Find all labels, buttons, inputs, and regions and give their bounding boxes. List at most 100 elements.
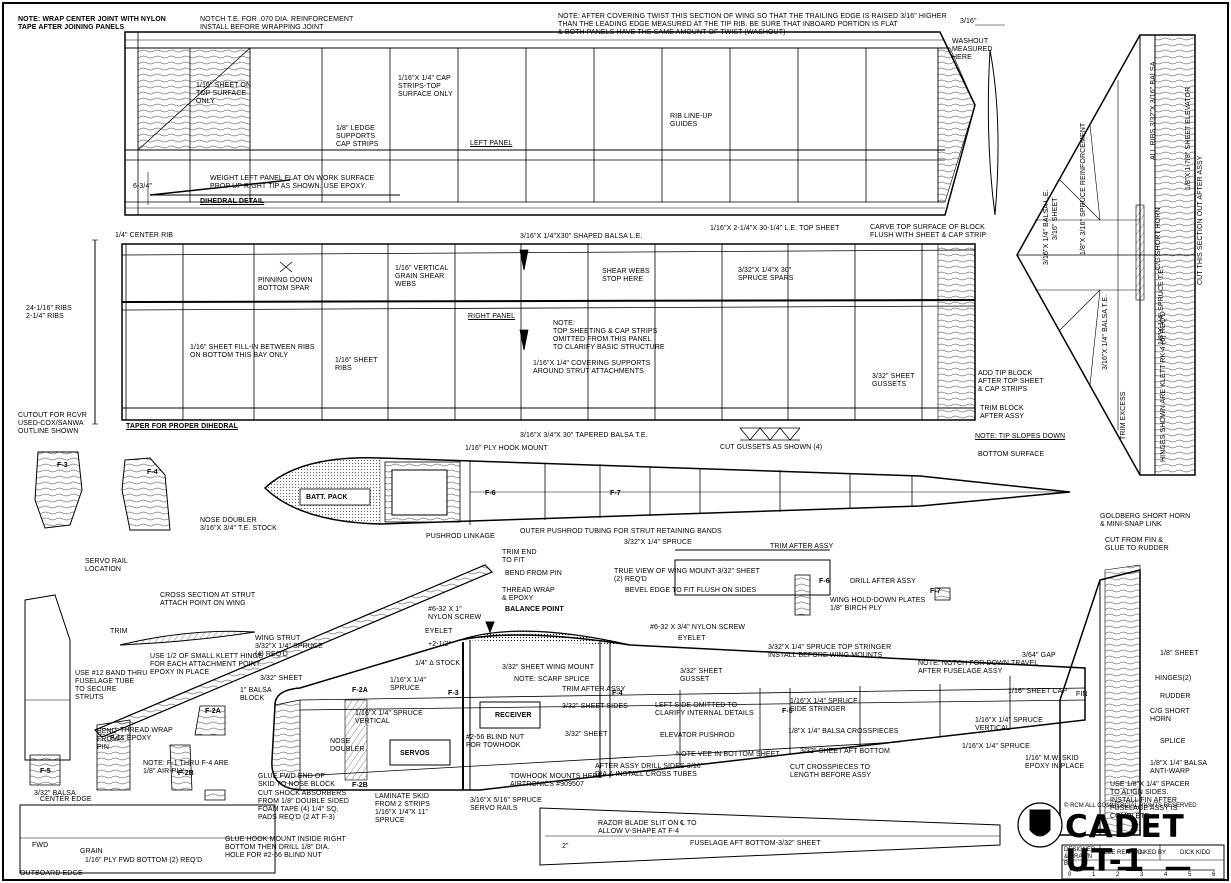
inker-name: DICK KIDD: [1180, 850, 1211, 856]
lbl-outer-pushrod: OUTER PUSHROD TUBING FOR STRUT RETAINING…: [520, 528, 722, 535]
lbl-tip-block: ADD TIP BLOCK AFTER TOP SHEET & CAP STRI…: [978, 370, 1044, 393]
lbl-ribs-count: 24-1/16" RIBS 2-1/4" RIBS: [26, 305, 72, 320]
lbl-sheet-sides: 3/32" SHEET SIDES: [562, 703, 628, 710]
fuselage-side-view: [271, 621, 1086, 791]
lbl-servo-rail: SERVO RAIL LOCATION: [85, 558, 128, 573]
title-block: [1061, 844, 1225, 880]
lbl-left-panel: LEFT PANEL: [470, 140, 513, 147]
former-label: F-2A: [352, 687, 368, 694]
scale-0: 0: [1068, 872, 1072, 878]
former-label: F-2B: [352, 782, 368, 789]
lbl-bend-from-pin: BEND FROM PIN: [97, 728, 119, 751]
lbl-rudder: RUDDER: [1160, 693, 1191, 700]
lbl-blind-nut: #2-56 BLIND NUT FOR TOWHOOK: [466, 734, 525, 749]
lbl-stab-te: 3/16"X 1/4" BALSA T.E.: [1102, 294, 1109, 370]
lbl-elevator: 1/8"X 1-7/8" SHEET ELEVATOR: [1185, 86, 1192, 190]
lbl-cut-section: CUT THIS SECTION OUT AFTER ASSY: [1197, 155, 1204, 285]
note-washout: NOTE: AFTER COVERING TWIST THIS SECTION …: [558, 13, 947, 36]
fwd-bottom-plate: [19, 804, 276, 874]
lbl-spruce-3: 1/16"X 1/4" SPRUCE: [962, 743, 1030, 750]
lbl-goldberg: GOLDBERG SHORT HORN & MINI-SNAP LINK: [1100, 513, 1191, 528]
lbl-wing-strut: WING STRUT 3/32"X 1/4" SPRUCE (4) REQ'D: [255, 635, 323, 658]
lbl-cut-from-fin: CUT FROM FIN & GLUE TO RUDDER: [1105, 537, 1169, 552]
lbl-spruce-1: 1/16"X 1/4" SPRUCE: [390, 677, 427, 692]
copyright: © RCM ALL COMMERCIAL RIGHTS RESERVED: [1064, 803, 1197, 809]
lbl-cut-crosspieces: CUT CROSSPIECES TO LENGTH BEFORE ASSY: [790, 764, 872, 779]
right-wing-panel: [92, 239, 976, 441]
former-label: F-1: [110, 735, 121, 742]
lbl-thread-wrap-2: THREAD WRAP & EPOXY: [120, 727, 173, 742]
former-label: F-4: [147, 469, 158, 476]
lbl-bevel-edge: BEVEL EDGE TO FIT FLUSH ON SIDES: [625, 587, 757, 594]
former-label: F-6: [485, 490, 496, 497]
lbl-bottom-surface: BOTTOM SURFACE: [978, 451, 1045, 458]
lbl-batt-pack: BATT. PACK: [306, 494, 348, 501]
lbl-shaped-le: 3/16"X 1/4"X30" SHAPED BALSA L.E.: [520, 233, 643, 240]
lbl-aft-bottom-sheet: FUSELAGE AFT BOTTOM-3/32" SHEET: [690, 840, 821, 847]
lbl-true-view: TRUE VIEW OF WING MOUNT-3/32" SHEET (2) …: [614, 568, 760, 583]
lbl-gap: 3/64" GAP: [1022, 652, 1056, 659]
washout-measured: WASHOUT MEASURED HERE: [952, 38, 993, 61]
lbl-trim: TRIM: [110, 628, 128, 635]
lbl-elevator-pushrod: ELEVATOR PUSHROD: [660, 732, 735, 739]
lbl-mw-skid: 1/16" M.W. SKID EPOXY IN PLACE: [1025, 755, 1085, 770]
lbl-band-thru: USE #12 BAND THRU FUSELAGE TUBE TO SECUR…: [75, 670, 148, 701]
former-label: F-3: [448, 690, 459, 697]
lbl-hinges: HINGES(2): [1155, 675, 1192, 682]
lbl-center-edge: CENTER EDGE: [40, 796, 92, 803]
lbl-tapered-te: 3/16"X 3/4"X 30" TAPERED BALSA T.E.: [520, 432, 648, 439]
lbl-covering-supports: 1/16"X 1/4" COVERING SUPPORTS AROUND STR…: [533, 360, 651, 375]
lbl-notch-down: NOTE: NOTCH FOR DOWN TRAVEL AFTER FUSELA…: [918, 660, 1039, 675]
lbl-towhook: TOWHOOK MOUNTS HERE AIRTRONICS #909507: [510, 773, 603, 788]
lbl-outboard-edge: OUTBOARD EDGE: [20, 870, 83, 877]
lbl-drill-after: DRILL AFTER ASSY: [850, 578, 916, 585]
lbl-sheet-ribs: 1/16" SHEET RIBS: [335, 357, 378, 372]
lbl-scarf: NOTE: SCARF SPLICE: [514, 676, 590, 683]
scale-4: 4: [1164, 872, 1168, 878]
wing-mount-parts: [674, 549, 951, 616]
lbl-dim-2-5: +2-1/2": [428, 641, 452, 648]
lbl-trim-block: TRIM BLOCK AFTER ASSY: [980, 405, 1025, 420]
lbl-sheet-fill: 1/16" SHEET FILL-IN BETWEEN RIBS ON BOTT…: [190, 344, 315, 359]
lbl-eyelet-1: EYELET: [425, 628, 453, 635]
lbl-gusset: 3/32" SHEET GUSSET: [680, 668, 723, 683]
lbl-right-panel: RIGHT PANEL: [468, 313, 516, 320]
lbl-glue-skid: GLUE FWD END OF SKID TO NOSE BLOCK: [258, 773, 336, 788]
lbl-fwd: FWD: [32, 842, 49, 849]
lbl-receiver: RECEIVER: [495, 712, 532, 719]
lbl-top-stringer: 3/32"X 1/4" SPRUCE TOP STRINGER INSTALL …: [768, 644, 892, 659]
lbl-trim-after-2: TRIM AFTER ASSY: [562, 686, 626, 693]
lbl-stab-le: 3/16"X 1/4" BALSA L.E.: [1043, 189, 1050, 265]
lbl-sheet-18: 1/8" SHEET: [1160, 650, 1199, 657]
scale-1: 1: [1092, 872, 1096, 878]
fuselage-front-section: [24, 594, 71, 761]
lbl-spruce-vert: 1/16"X 1/4" SPRUCE VERTICAL: [355, 710, 423, 725]
lbl-grain: GRAIN: [80, 848, 103, 855]
lbl-nose-doubler-top: NOSE DOUBLER 3/16"X 3/4" T.E. STOCK: [200, 517, 277, 532]
fin-rudder: [1059, 564, 1141, 836]
designer-name: LEE RENAUD: [1104, 850, 1143, 856]
lbl-laminate-skid: LAMINATE SKID FROM 2 STRIPS 1/16"X 1/4"X…: [375, 793, 430, 824]
designed-label: DESIGNED & DRAWN BY: [1064, 847, 1096, 867]
lbl-spruce-vert-2: 1/16"X 1/4" SPRUCE VERTICAL: [975, 717, 1043, 732]
lbl-shear-webs: 1/16" VERTICAL GRAIN SHEAR WEBS: [395, 265, 449, 288]
lbl-splice: SPLICE: [1160, 738, 1186, 745]
former-label: F-3: [57, 462, 68, 469]
lbl-spruce-reinf: 1/8"X 3/16" SPRUCE REINFORCEMENT: [1080, 122, 1087, 255]
washout-dim: 3/16": [960, 18, 977, 25]
logo-seal: [1017, 802, 1063, 848]
lbl-sheet-bottom: 3/32" SHEET: [565, 731, 608, 738]
lbl-2in: 2": [562, 843, 569, 850]
lbl-fin: FIN: [1076, 691, 1088, 698]
lbl-balance-point: BALANCE POINT: [505, 606, 564, 613]
lbl-thread-wrap: THREAD WRAP & EPOXY: [502, 587, 555, 602]
lbl-note-f1-f4: NOTE: F-1 THRU F-4 ARE 1/8" AIR-PLY: [143, 760, 229, 775]
plan-title: CADET UT-1: [1065, 809, 1185, 879]
lbl-spruce-mount: 3/32"X 1/4" SPRUCE: [624, 539, 692, 546]
fuselage-top-view: [263, 457, 1071, 525]
lbl-trim-end: TRIM END TO FIT: [502, 549, 537, 564]
former-label: F-7: [610, 490, 621, 497]
formers-top: [34, 451, 171, 531]
lbl-hinges-shown: HINGES SHOWN ARE KLETT RK-4 (6) REQ'D: [1160, 311, 1167, 462]
lbl-spacer: USE 1/8"X 1/4" SPACER TO ALIGN SIDES. IN…: [1110, 781, 1190, 820]
